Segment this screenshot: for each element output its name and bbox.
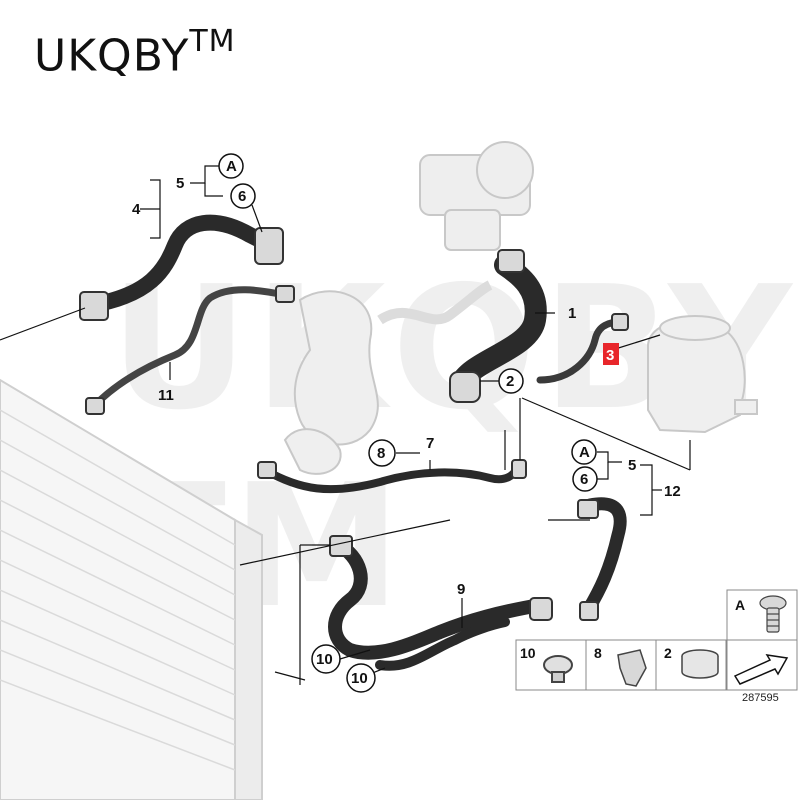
hoses (84, 214, 627, 671)
hose-12 (581, 497, 627, 617)
callout-9: 9 (457, 581, 465, 598)
callout-8-top: 8 (377, 445, 385, 462)
hose-9-lower (375, 617, 510, 671)
circle-6-top (230, 183, 256, 209)
callout-a-top: A (226, 158, 237, 175)
legend-label-8: 8 (594, 645, 602, 661)
callout-12: 12 (664, 483, 681, 500)
circle-a-right (571, 439, 597, 465)
legend-label-10: 10 (520, 645, 536, 661)
callout-11: 11 (158, 387, 174, 404)
water-pump (283, 280, 493, 475)
callout-10-left: 10 (316, 651, 333, 668)
spring-clamp-icon (543, 655, 573, 683)
brand-logo: UKQBYTM (34, 24, 236, 82)
hose-2 (536, 318, 624, 384)
hose-9-upper (328, 538, 547, 660)
circle-6-right (572, 466, 598, 492)
callout-4: 4 (132, 201, 141, 218)
bracket-clip-icon (617, 649, 647, 687)
hose-fittings (79, 227, 629, 621)
callout-6-top: 6 (238, 188, 246, 205)
callout-5-right: 5 (628, 457, 636, 474)
bolt-icon (759, 595, 787, 633)
callout-2: 2 (506, 373, 514, 390)
hose-7 (261, 461, 522, 494)
hose-4 (84, 214, 278, 313)
trademark-mark: TM (189, 24, 236, 59)
callout-10-bottom: 10 (351, 670, 368, 687)
band-clamp-icon (681, 649, 719, 679)
circle-a-top (218, 153, 244, 179)
hose-11 (91, 286, 289, 409)
highlight-3 (603, 343, 619, 365)
callout-a-right: A (579, 444, 590, 461)
radiator (0, 378, 263, 800)
legend: A 10 8 2 (515, 589, 798, 691)
callout-6-right: 6 (580, 471, 588, 488)
callout-3: 3 (606, 347, 614, 364)
callout-1: 1 (568, 305, 576, 322)
circle-10-bottom (346, 663, 376, 693)
circle-8-top (368, 439, 396, 467)
legend-label-2: 2 (664, 645, 672, 661)
diagram-code: 287595 (742, 692, 779, 704)
expansion-tank (647, 315, 758, 434)
callout-5-top: 5 (176, 175, 184, 192)
legend-label-a: A (735, 597, 745, 613)
callouts: 4 5 A 6 11 1 2 3 8 7 A 6 5 12 9 10 10 (132, 153, 681, 693)
circle-2 (498, 368, 524, 394)
direction-arrow-icon (733, 654, 789, 685)
hose-1 (449, 254, 547, 396)
circle-10-left (311, 644, 341, 674)
brand-text: UKQBY (34, 30, 190, 82)
callout-7: 7 (426, 435, 434, 452)
legend-box-a (726, 589, 798, 641)
thermostat-housing (419, 141, 534, 251)
